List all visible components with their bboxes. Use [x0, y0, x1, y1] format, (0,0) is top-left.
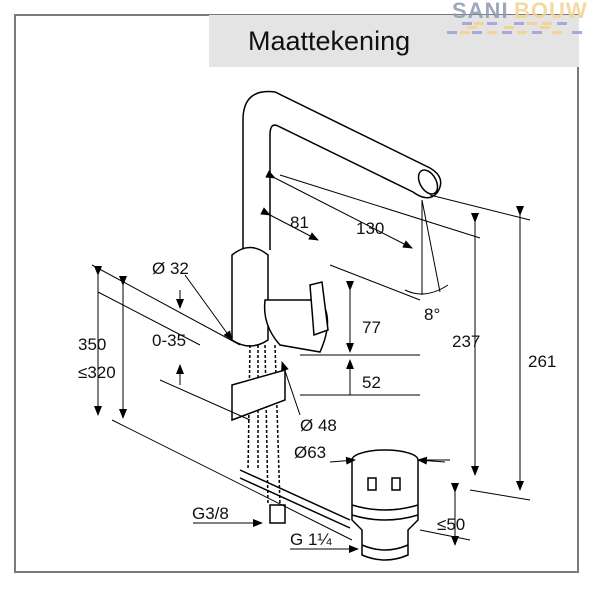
- page-title: Maattekening: [248, 26, 411, 56]
- dim-diameter-48: Ø 48: [300, 416, 337, 435]
- dim-50: ≤50: [437, 515, 465, 534]
- dim-0-35: 0-35: [152, 331, 186, 350]
- logo-word-sani: SANI: [452, 0, 509, 23]
- dim-81: 81: [290, 213, 309, 232]
- sani-bouw-logo: SANI BOUW: [447, 0, 600, 38]
- dim-diameter-32: Ø 32: [152, 259, 189, 278]
- faucet-body: [231, 246, 269, 347]
- faucet-spout: [242, 90, 442, 250]
- dim-52: 52: [362, 373, 381, 392]
- dim-angle-8: 8°: [424, 305, 440, 324]
- logo-bricks-icon: [447, 22, 582, 34]
- dim-261: 261: [528, 352, 556, 371]
- logo-word-bouw: BOUW: [514, 0, 588, 23]
- dim-130: 130: [356, 219, 384, 238]
- thread-g3-8: G3/8: [192, 504, 229, 523]
- dim-77: 77: [362, 318, 381, 337]
- dim-350: 350: [78, 335, 106, 354]
- dim-237: 237: [452, 332, 480, 351]
- thread-g1-1-4: G 1¼: [290, 530, 332, 549]
- dim-diameter-63: Ø63: [294, 443, 326, 462]
- dim-320: ≤320: [78, 363, 116, 382]
